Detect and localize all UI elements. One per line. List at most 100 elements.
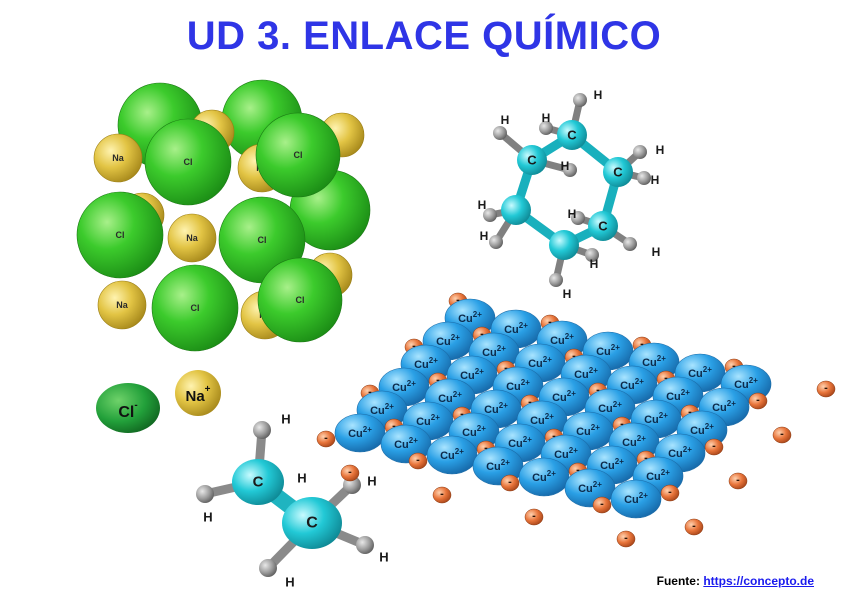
hydrogen-atom xyxy=(563,163,577,177)
sodium-ion-label: Na+ xyxy=(185,384,210,405)
carbon-atom-label: C xyxy=(567,128,577,143)
chloride-ion-label: Cl- xyxy=(118,400,137,421)
copper-cation-label: Cu2+ xyxy=(644,411,668,427)
copper-cation-label: Cu2+ xyxy=(712,399,736,415)
copper-cation-label: Cu2+ xyxy=(460,367,484,383)
copper-cation-label: Cu2+ xyxy=(666,388,690,404)
hydrogen-atom-label: H xyxy=(594,88,603,102)
electron-label: - xyxy=(528,396,532,408)
hydrogen-atom-label: H xyxy=(590,257,599,271)
electron-label: - xyxy=(392,420,396,432)
sodium-atom xyxy=(97,280,147,330)
copper-cation-label: Cu2+ xyxy=(506,378,530,394)
copper-cation xyxy=(426,435,478,475)
electron xyxy=(772,426,792,444)
copper-cation-label: Cu2+ xyxy=(482,344,506,360)
hydrogen-atom-label: H xyxy=(285,575,294,590)
hydrogen-atom xyxy=(259,559,277,577)
chloride-atom xyxy=(255,112,341,198)
electron xyxy=(816,380,836,398)
copper-cation xyxy=(518,457,570,497)
carbon-atom xyxy=(501,195,531,225)
carbon-atom-label: C xyxy=(598,219,608,234)
electron-label: - xyxy=(484,442,488,454)
hydrogen-atom-label: H xyxy=(651,173,660,187)
electron xyxy=(408,452,428,470)
chloride-atom-label: Cl xyxy=(191,303,200,313)
electron-label: - xyxy=(640,338,644,350)
copper-cation-label: Cu2+ xyxy=(440,447,464,463)
sodium-atom-label: Na xyxy=(116,300,128,310)
copper-cation-label: Cu2+ xyxy=(550,332,574,348)
hydrogen-atom xyxy=(573,93,587,107)
chloride-atom xyxy=(144,118,232,206)
copper-cation-label: Cu2+ xyxy=(576,423,600,439)
electron-label: - xyxy=(624,532,628,544)
copper-cation-label: Cu2+ xyxy=(486,458,510,474)
electron-label: - xyxy=(548,316,552,328)
chloride-ion xyxy=(96,383,160,433)
carbon-atom xyxy=(588,211,618,241)
ion-legend: Cl- Na+ xyxy=(96,370,221,433)
copper-cation-label: Cu2+ xyxy=(642,354,666,370)
copper-cation-label: Cu2+ xyxy=(554,446,578,462)
hydrogen-atom xyxy=(539,121,553,135)
electron-label: - xyxy=(596,384,600,396)
electron-label: - xyxy=(572,350,576,362)
electron-label: - xyxy=(348,466,352,478)
chloride-atom-label: Cl xyxy=(296,295,305,305)
copper-cation-label: Cu2+ xyxy=(600,457,624,473)
source-link[interactable]: https://concepto.de xyxy=(703,574,814,588)
sodium-ion xyxy=(175,370,221,416)
electron-label: - xyxy=(620,418,624,430)
hydrogen-atom xyxy=(571,211,585,225)
electron-label: - xyxy=(712,440,716,452)
electron-label: - xyxy=(576,464,580,476)
hydrogen-atom-label: H xyxy=(561,159,570,173)
hydrogen-atom xyxy=(196,485,214,503)
copper-cation-label: Cu2+ xyxy=(458,310,482,326)
copper-cation xyxy=(334,413,386,453)
carbon-atom xyxy=(517,145,547,175)
hydrogen-atom xyxy=(356,536,374,554)
hydrogen-atom-label: H xyxy=(501,113,510,127)
copper-cation-label: Cu2+ xyxy=(484,401,508,417)
copper-cation-label: Cu2+ xyxy=(504,321,528,337)
chloride-atom xyxy=(76,191,164,279)
electron-label: - xyxy=(412,340,416,352)
chloride-atom-label: Cl xyxy=(116,230,125,240)
hydrogen-atom xyxy=(493,126,507,140)
copper-cation-label: Cu2+ xyxy=(598,400,622,416)
carbon-atom xyxy=(232,459,284,505)
electron-label: - xyxy=(780,428,784,440)
electron-label: - xyxy=(416,454,420,466)
copper-cation-label: Cu2+ xyxy=(394,436,418,452)
copper-cation-label: Cu2+ xyxy=(552,389,576,405)
electron-label: - xyxy=(480,328,484,340)
hydrogen-atom-label: H xyxy=(656,143,665,157)
hydrogen-atom-label: H xyxy=(563,287,572,301)
electron-label: - xyxy=(600,498,604,510)
copper-cation-label: Cu2+ xyxy=(620,377,644,393)
copper-cation-label: Cu2+ xyxy=(690,422,714,438)
electron-label: - xyxy=(456,294,460,306)
sodium-atom-label: Na xyxy=(186,233,198,243)
electron xyxy=(616,530,636,548)
copper-cation-label: Cu2+ xyxy=(462,424,486,440)
copper-cation-label: Cu2+ xyxy=(596,343,620,359)
hydrogen-atom-label: H xyxy=(652,245,661,259)
electron xyxy=(684,518,704,536)
copper-cation-label: Cu2+ xyxy=(574,366,598,382)
electron xyxy=(316,430,336,448)
chloride-atom-label: Cl xyxy=(184,157,193,167)
electron-label: - xyxy=(668,486,672,498)
copper-cation-label: Cu2+ xyxy=(530,412,554,428)
hydrogen-atom-label: H xyxy=(568,207,577,221)
copper-cation-label: Cu2+ xyxy=(416,413,440,429)
hydrogen-atom-label: H xyxy=(367,474,376,489)
carbon-atom xyxy=(549,230,579,260)
electron-label: - xyxy=(368,386,372,398)
electron xyxy=(500,474,520,492)
electron-label: - xyxy=(508,476,512,488)
electron-label: - xyxy=(732,360,736,372)
